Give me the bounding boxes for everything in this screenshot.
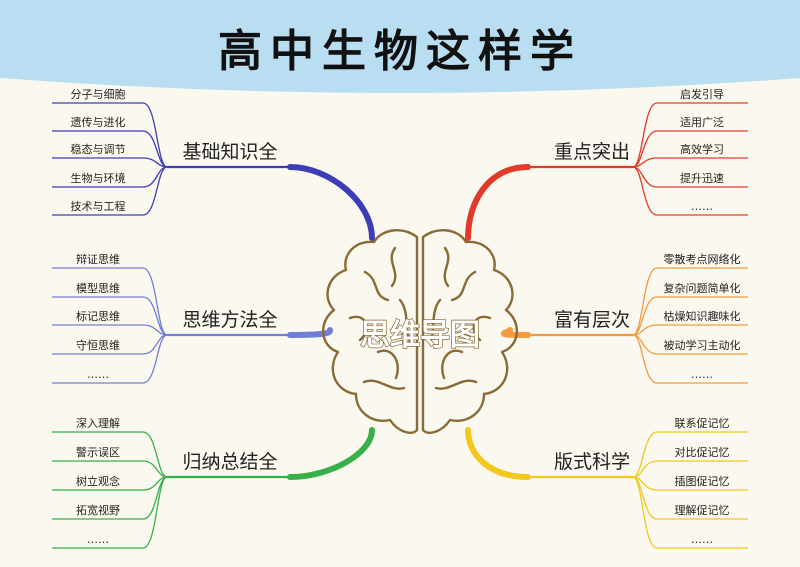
branch-leaf-label: 零散考点网络化 [664,252,741,266]
branch-leaf-label: 拓宽视野 [76,503,120,517]
center-label: 思维导图 [360,318,480,353]
branch-leaf-label: 深入理解 [76,416,120,430]
branch-leaf-label: 枯燥知识趣味化 [664,309,741,323]
brain-fold [348,246,412,390]
leaf-connector [52,431,168,478]
branch-leaf-label: …… [691,368,713,381]
leaf-connector [632,267,748,336]
brain-right-hemisphere [421,229,518,434]
branch-leaf-label: 对比促记忆 [675,445,730,459]
branch-title: 版式科学 [554,451,630,473]
leaf-connector [52,334,168,384]
branch-leaf-label: 守恒思维 [76,338,120,352]
leaf-connector [52,157,168,168]
leaf-connector [52,166,168,216]
branch-title: 重点突出 [554,141,630,163]
leaf-connector [52,130,168,168]
branch-leaf-label: 分子与细胞 [71,88,126,101]
branch-leaf-label: 复杂问题简单化 [664,281,741,295]
leaf-connector [632,324,748,336]
branch-leaf-label: 提升迅速 [680,172,724,185]
branch-leaf-label: …… [691,200,713,213]
leaf-connector [52,476,168,549]
leaf-connector [52,296,168,336]
branch-title: 归纳总结全 [182,451,277,473]
leaf-connector [52,102,168,168]
branch-connector [465,164,531,241]
branch-connector [287,327,333,338]
leaf-connector [52,460,168,478]
branch-leaf-label: 理解促记忆 [675,503,730,517]
branch-title: 富有层次 [554,309,630,331]
branch-leaf-label: 生物与环境 [71,171,126,185]
branch-leaf-label: 联系促记忆 [675,416,730,430]
branch-leaf-label: …… [691,533,713,546]
branch-connector [465,427,531,480]
branch-title: 基础知识全 [182,141,277,163]
branch-leaf-label: 树立观念 [76,474,120,488]
leaf-connector [632,296,748,336]
leaf-connector [632,334,748,384]
branch-connector [501,327,531,338]
leaf-connector [632,157,748,168]
branch-leaf-label: 模型思维 [76,281,120,295]
branch-leaf-label: 高效学习 [680,142,724,156]
branch-title: 思维方法全 [182,309,277,331]
branch-leaf-label: 适用广泛 [680,116,724,129]
branch-leaf-label: 辩证思维 [76,252,120,266]
branch-leaf-label: 技术与工程 [71,200,126,213]
leaf-connector [632,130,748,168]
leaf-connector [632,431,748,478]
branch-connector [287,427,375,480]
header-band [0,0,800,93]
branch-leaf-label: 启发引导 [680,87,724,101]
branch-leaf-label: 被动学习主动化 [664,338,741,352]
brain-left-hemisphere [322,229,419,434]
branch-leaf-label: 稳态与调节 [71,142,126,156]
branch-connector [287,164,375,241]
branch-leaf-label: 标记思维 [76,309,120,323]
leaf-connector [632,476,748,549]
leaf-connector [632,166,748,216]
branch-leaf-label: 插图促记忆 [675,474,730,488]
branch-leaf-label: 遗传与进化 [71,115,126,129]
leaf-connector [52,324,168,336]
page-title: 高中生物这样学 [218,26,582,77]
branch-leaf-label: 警示误区 [76,445,120,459]
leaf-connector [52,267,168,336]
branch-leaf-label: …… [87,368,109,381]
branch-leaf-label: …… [87,533,109,546]
brain-fold [428,246,492,390]
leaf-connector [632,460,748,478]
leaf-connector [632,102,748,168]
brain-illustration [322,229,518,434]
